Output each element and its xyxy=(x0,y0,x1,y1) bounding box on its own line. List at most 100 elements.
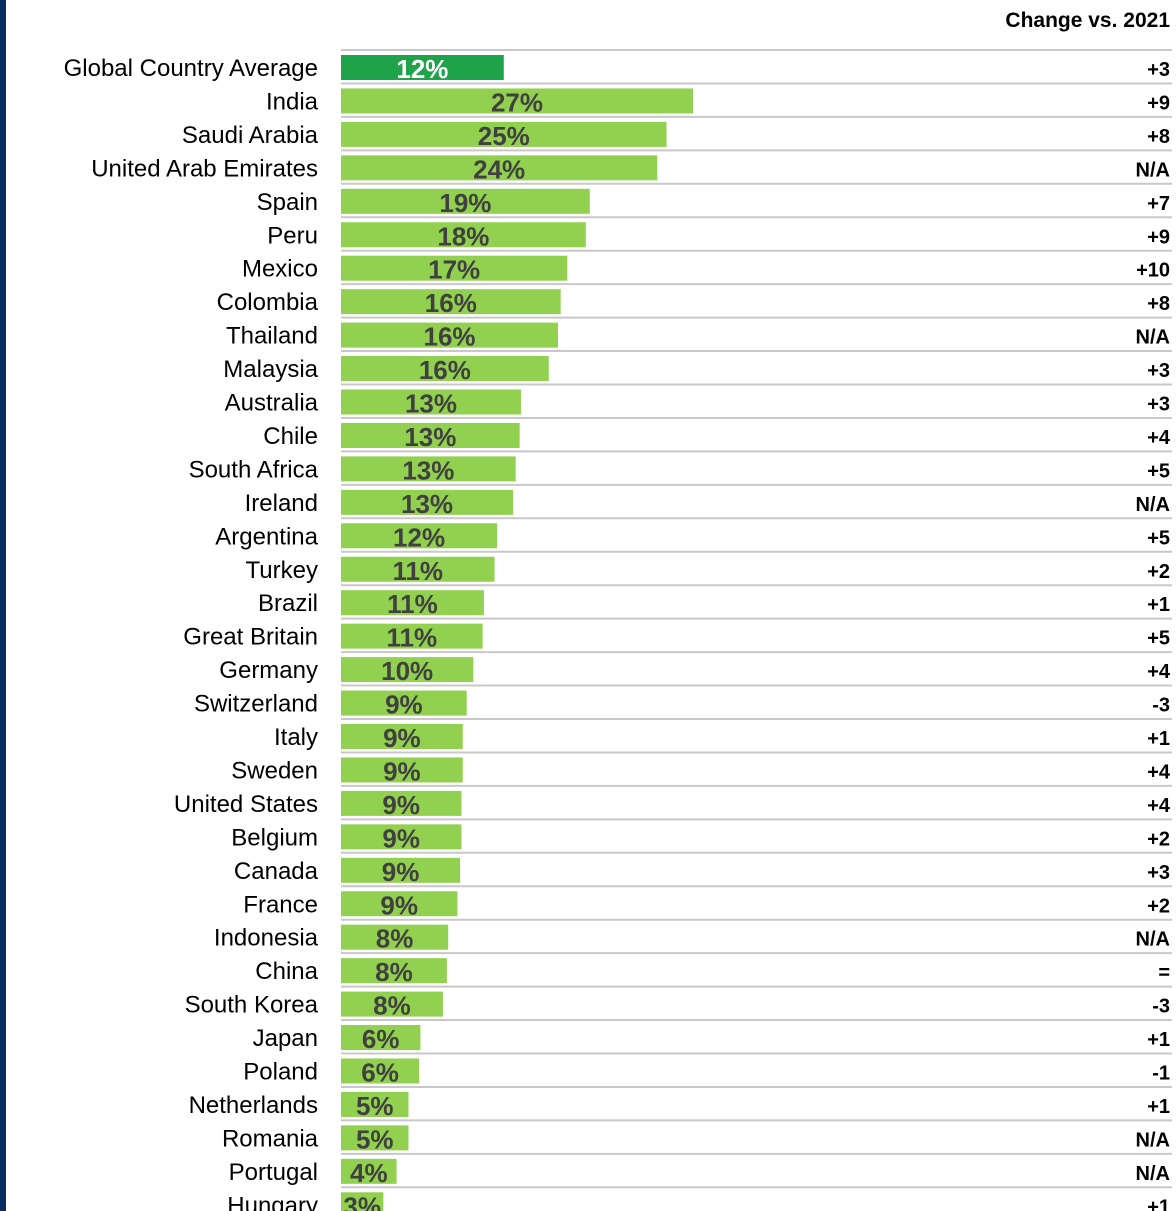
change-label: +5 xyxy=(1147,527,1170,549)
bar-indonesia xyxy=(341,924,449,950)
category-label: Portugal xyxy=(229,1159,318,1186)
category-label: Argentina xyxy=(215,523,318,550)
category-label: Poland xyxy=(243,1059,318,1086)
change-label: -3 xyxy=(1152,695,1170,717)
change-label: +3 xyxy=(1147,862,1170,884)
category-label: Japan xyxy=(253,1025,318,1052)
value-label: 5% xyxy=(356,1124,394,1154)
value-label: 18% xyxy=(437,221,489,251)
category-label: South Korea xyxy=(185,992,319,1019)
change-label: N/A xyxy=(1136,494,1170,516)
change-label: +8 xyxy=(1147,126,1170,148)
change-label: +1 xyxy=(1147,1096,1170,1118)
value-label: 9% xyxy=(382,823,420,853)
category-label: Netherlands xyxy=(189,1092,318,1119)
category-label: Switzerland xyxy=(194,691,318,718)
change-label: +1 xyxy=(1147,1029,1170,1051)
category-label: United Arab Emirates xyxy=(91,155,318,182)
bar-belgium xyxy=(341,824,462,850)
change-label: +5 xyxy=(1147,628,1170,650)
value-label: 25% xyxy=(478,121,530,151)
change-label: N/A xyxy=(1136,1129,1170,1151)
change-label: N/A xyxy=(1136,327,1170,349)
change-label: +5 xyxy=(1147,460,1170,482)
value-label: 8% xyxy=(375,957,413,987)
value-label: 13% xyxy=(401,489,453,519)
value-label: 9% xyxy=(383,756,421,786)
bar-switzerland xyxy=(341,690,467,716)
bar-sweden xyxy=(341,757,463,783)
category-label: Italy xyxy=(274,724,318,751)
value-label: 6% xyxy=(362,1024,400,1054)
change-label: +8 xyxy=(1147,293,1170,315)
value-label: 8% xyxy=(373,991,411,1021)
bar-argentina xyxy=(341,523,498,549)
change-label: +4 xyxy=(1147,661,1171,683)
bar-thailand xyxy=(341,322,559,348)
category-label: Thailand xyxy=(226,323,318,350)
bar-chile xyxy=(341,422,520,448)
bar-india xyxy=(341,88,693,114)
bar-united-arab-emirates xyxy=(341,155,658,181)
category-label: Great Britain xyxy=(183,624,318,651)
bar-mexico xyxy=(341,255,568,281)
change-label: +9 xyxy=(1147,226,1170,248)
value-label: 12% xyxy=(393,522,445,552)
category-label: Ireland xyxy=(245,490,318,517)
category-label: Hungary xyxy=(227,1192,318,1211)
bar-great-britain xyxy=(341,623,483,649)
category-label: Spain xyxy=(257,189,318,216)
value-label: 27% xyxy=(491,87,543,117)
bar-south-korea xyxy=(341,991,443,1017)
value-label: 19% xyxy=(439,188,491,218)
value-label: 4% xyxy=(350,1158,388,1188)
bar-saudi-arabia xyxy=(341,121,667,147)
bar-turkey xyxy=(341,556,495,582)
category-label: China xyxy=(255,958,318,985)
category-label: South Africa xyxy=(189,456,319,483)
bar-romania xyxy=(341,1125,409,1151)
category-label: Belgium xyxy=(231,824,318,851)
value-label: 16% xyxy=(425,288,477,318)
category-label: India xyxy=(266,88,319,115)
category-label: Brazil xyxy=(258,590,318,617)
category-label: Turkey xyxy=(246,557,318,584)
bar-hungary xyxy=(341,1192,384,1211)
change-label: -3 xyxy=(1152,996,1170,1018)
value-label: 8% xyxy=(376,924,414,954)
value-label: 11% xyxy=(387,589,438,619)
bar-spain xyxy=(341,188,590,214)
category-label: Mexico xyxy=(242,256,318,283)
value-label: 3% xyxy=(343,1191,381,1211)
change-label: N/A xyxy=(1136,1163,1170,1185)
left-accent-strip xyxy=(0,0,6,1211)
change-label: +7 xyxy=(1147,193,1170,215)
change-label: +4 xyxy=(1147,795,1171,817)
category-label: Canada xyxy=(234,858,319,885)
change-column-header: Change vs. 2021 xyxy=(1005,9,1170,32)
change-label: +2 xyxy=(1147,828,1170,850)
bar-netherlands xyxy=(341,1091,409,1117)
bar-south-africa xyxy=(341,456,516,482)
bar-germany xyxy=(341,657,474,683)
value-label: 24% xyxy=(473,154,525,184)
category-label: Romania xyxy=(222,1125,319,1152)
change-label: +3 xyxy=(1147,59,1170,81)
bar-peru xyxy=(341,222,586,248)
bar-colombia xyxy=(341,289,561,315)
value-label: 13% xyxy=(402,455,454,485)
value-label: 9% xyxy=(380,890,418,920)
change-label: +1 xyxy=(1147,1196,1170,1211)
value-label: 6% xyxy=(361,1058,399,1088)
value-label: 11% xyxy=(392,556,443,586)
value-label: 9% xyxy=(385,690,423,720)
change-label: +9 xyxy=(1147,92,1170,114)
bar-canada xyxy=(341,857,461,883)
change-label: = xyxy=(1158,962,1170,984)
category-label: France xyxy=(243,891,318,918)
bar-brazil xyxy=(341,590,484,616)
change-label: +10 xyxy=(1136,260,1170,282)
category-label: Malaysia xyxy=(223,356,318,383)
value-label: 16% xyxy=(419,355,471,385)
